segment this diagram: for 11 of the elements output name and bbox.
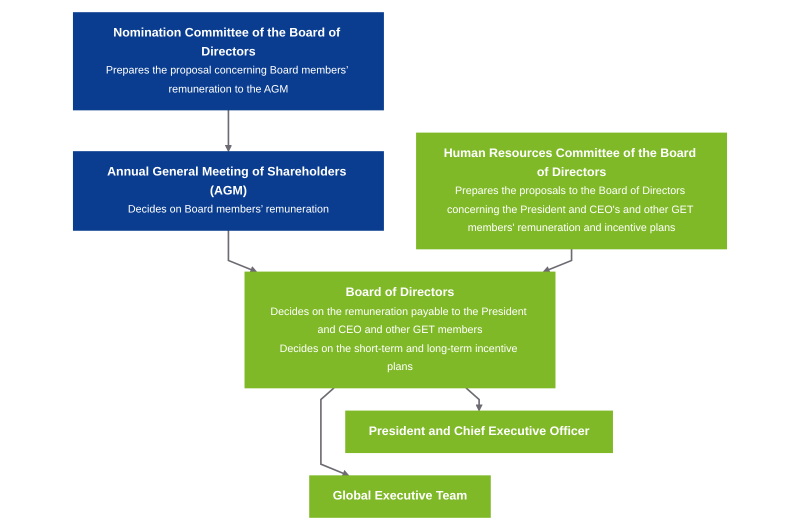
arrow [542, 248, 572, 273]
node-box: Global Executive Team [309, 475, 491, 518]
arrow [465, 387, 483, 412]
arrow [320, 387, 350, 477]
arrow [224, 110, 232, 152]
node-box: Board of Directors Decides on the remuneration payable to the President and CEO and other GET members Decides on the short-term and long-term incentive plans [244, 272, 556, 388]
arrow [228, 230, 258, 273]
node-box: Human Resources Committee of the Board of Directors Prepares the proposals to the Board of Directors concerning the President and CEO's and other GET members' remuneration and incentive plans [416, 132, 728, 250]
node-box: Nomination Committee of the Board of Directors Prepares the proposal concerning Board members’ remuneration to the AGM [72, 12, 384, 110]
node-box: President and Chief Executive Officer [345, 410, 613, 454]
node-box: Annual General Meeting of Shareholders (AGM) Decides on Board members’ remuneration [72, 151, 384, 231]
